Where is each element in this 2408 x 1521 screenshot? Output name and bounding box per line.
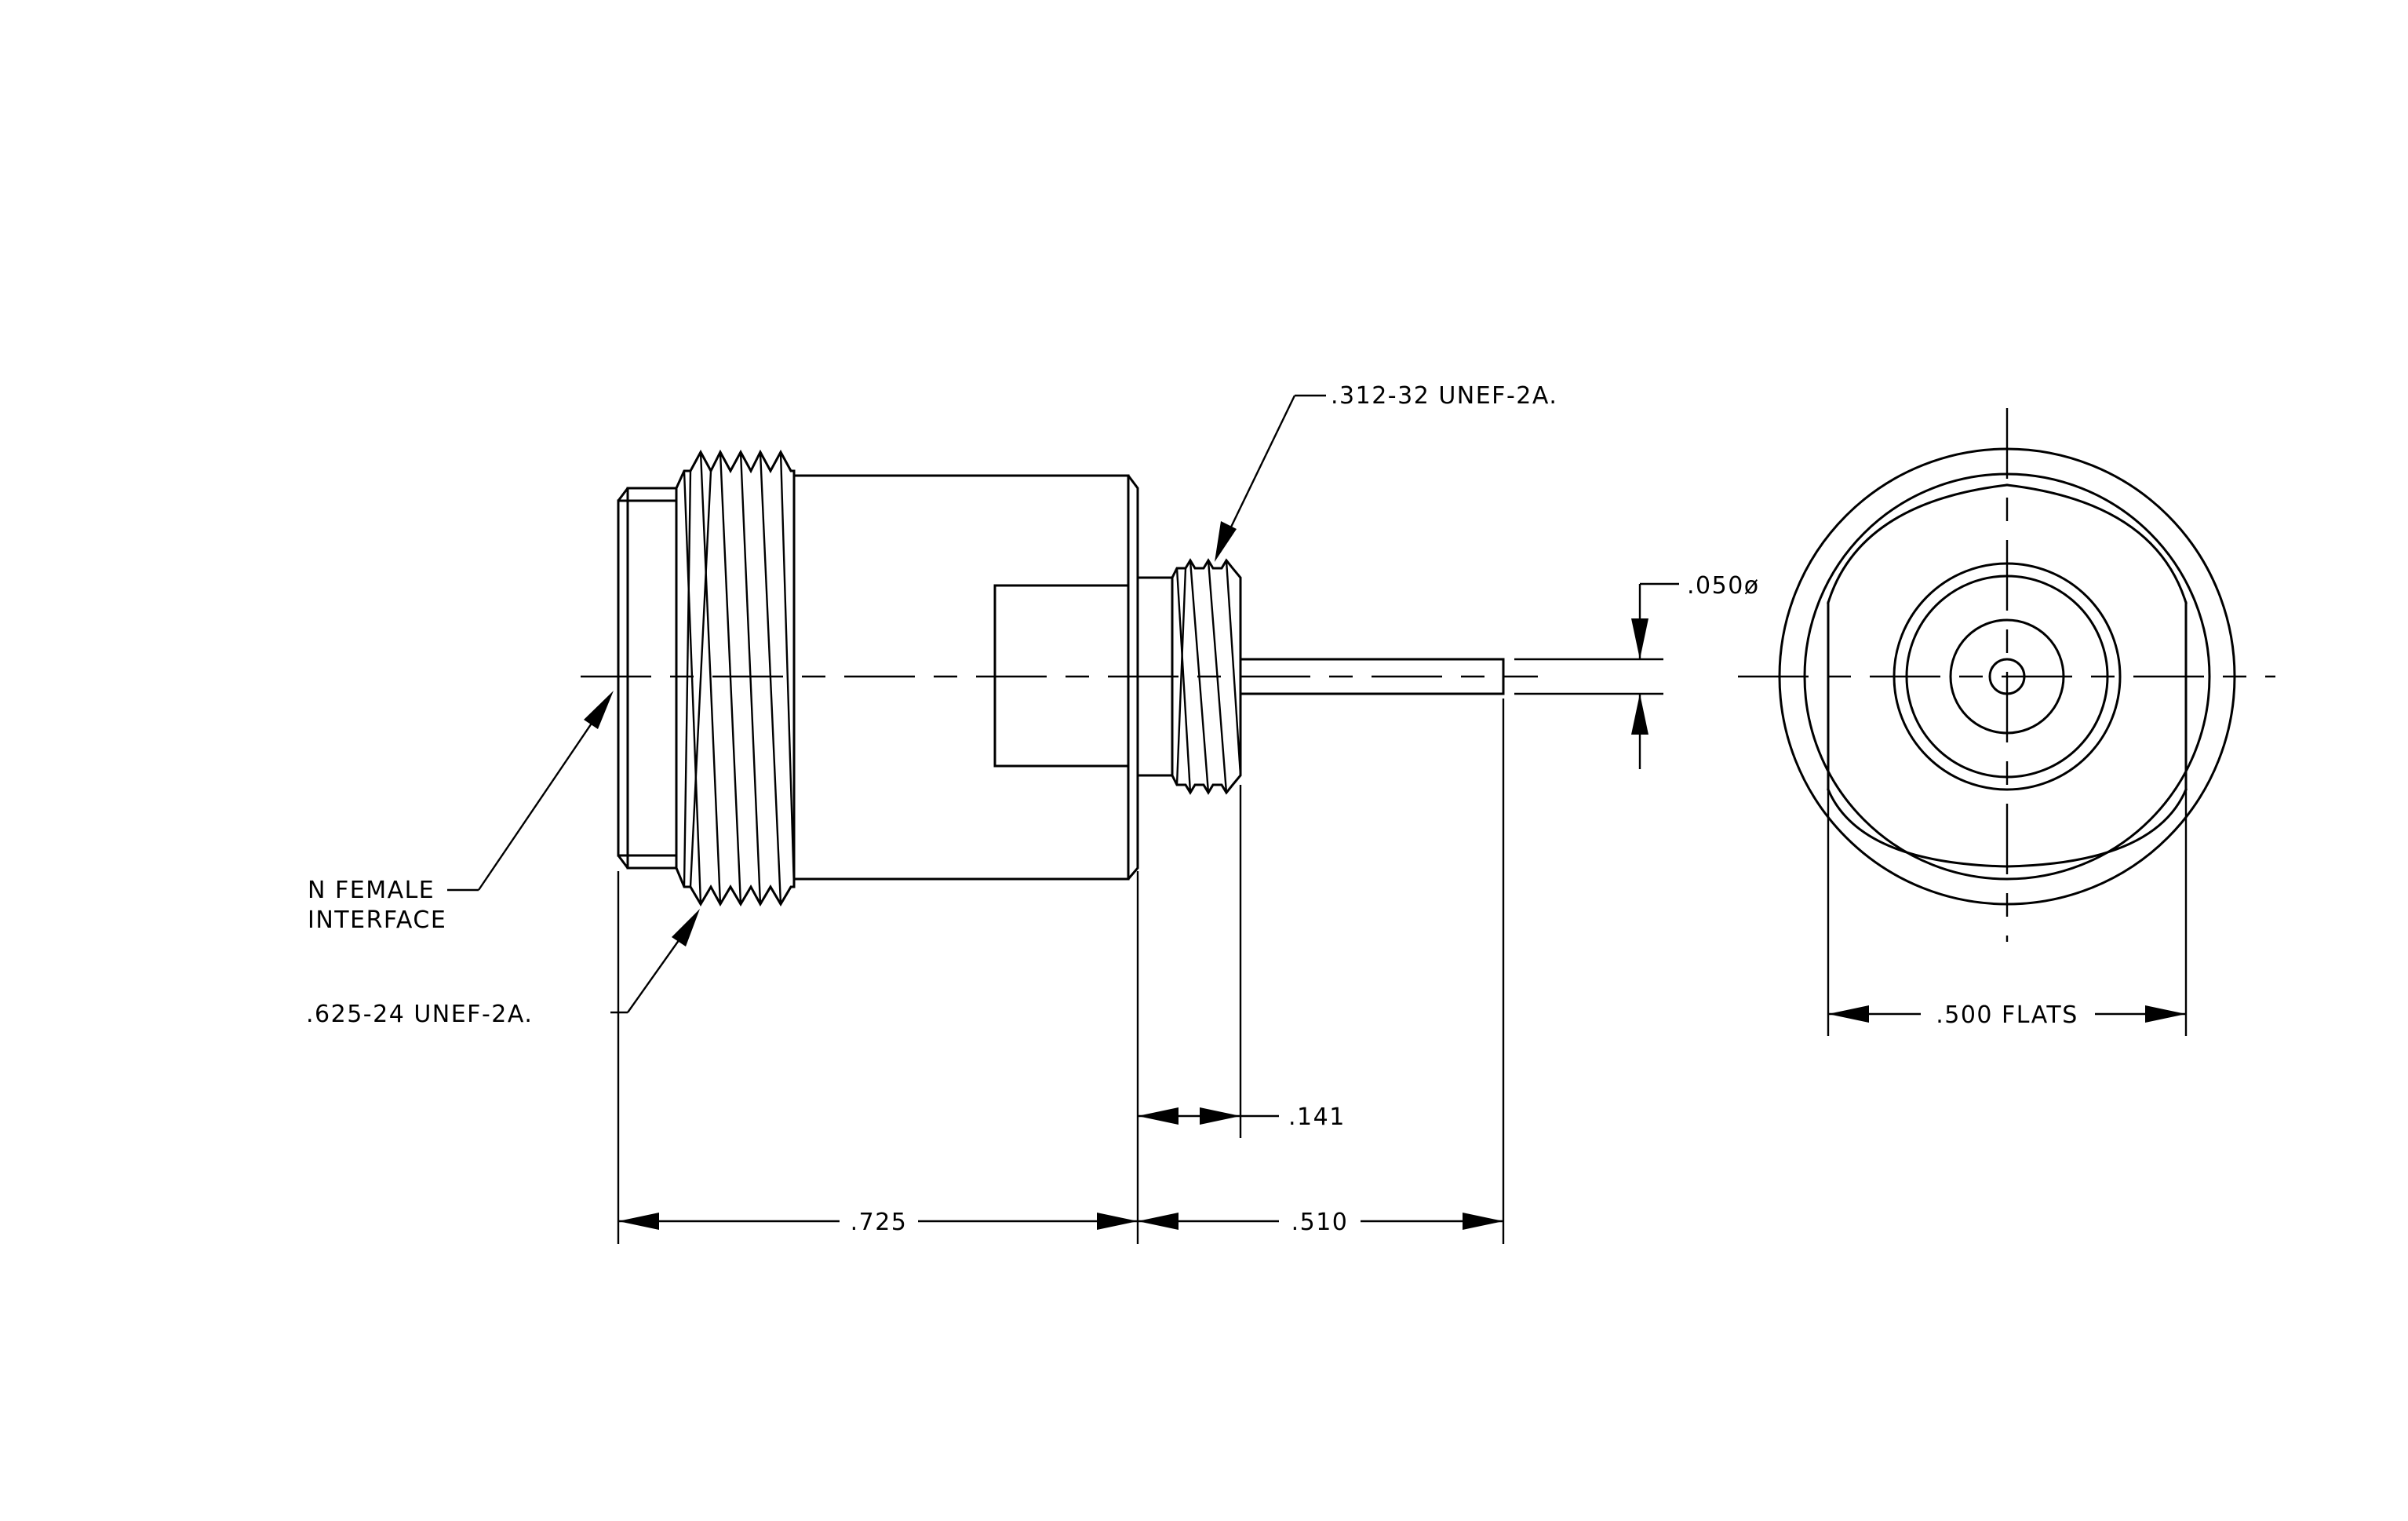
end-view: .500 FLATS (1738, 408, 2275, 1036)
small-thread-outline (1170, 558, 1242, 795)
flat-arc-br (2005, 788, 2188, 868)
small-thread-arrow (1215, 521, 1237, 562)
dim-725-arrow-right (1097, 1213, 1138, 1230)
outer-circle (1778, 447, 2236, 906)
large-thread-label: .625-24 UNEF-2A. (306, 1001, 533, 1028)
dim-725-label: .725 (851, 1209, 908, 1236)
side-view (581, 449, 1663, 907)
small-thread-label: .312-32 UNEF-2A. (1331, 382, 1557, 410)
pin-circle (1988, 658, 2026, 695)
dim-141-arrow-right (1200, 1107, 1240, 1125)
dim-725-arrow-left (618, 1213, 659, 1230)
main-body (792, 474, 1139, 881)
dim-510-arrow-right (1463, 1213, 1503, 1230)
flats-label: .500 FLATS (1936, 1001, 2078, 1029)
flat-arc-bl (1827, 788, 2009, 868)
dielectric-inner-circle (1905, 574, 2109, 779)
flats-arrow-left (1828, 1005, 1869, 1023)
dielectric-outer-circle (1893, 562, 2122, 791)
small-thread-lines (1175, 560, 1242, 793)
rear-shoulder (1136, 576, 1174, 777)
flat-arc-tr (2005, 483, 2188, 604)
contact-circle (1949, 618, 2065, 735)
n-female-arrow (584, 691, 614, 729)
small-thread-leader (1222, 395, 1296, 542)
dim-050-label: .050ø (1687, 572, 1760, 600)
dim-141-arrow-left (1138, 1107, 1178, 1125)
dimensions: .725 .510 .141 .050ø (617, 572, 1760, 1244)
center-pin (1239, 658, 1505, 695)
dim-510-arrow-left (1138, 1213, 1178, 1230)
large-thread-outline (675, 449, 796, 907)
n-female-label-line2: INTERFACE (308, 906, 446, 934)
rear-bore (993, 584, 1130, 768)
dim-050-arrow-top (1631, 618, 1648, 659)
n-female-leader (478, 709, 602, 891)
dim-510-label: .510 (1291, 1209, 1349, 1236)
flats-arrow-right (2145, 1005, 2186, 1023)
dim-050-arrow-bottom (1631, 694, 1648, 735)
large-thread-lines (683, 451, 796, 905)
dim-141-label: .141 (1288, 1103, 1346, 1131)
thread-circle (1803, 472, 2211, 881)
large-thread-arrow (672, 909, 700, 947)
flat-arc-tl (1827, 483, 2009, 604)
callouts: .312-32 UNEF-2A. N FEMALE INTERFACE .625… (306, 382, 1557, 1028)
n-female-label-line1: N FEMALE (308, 877, 435, 904)
